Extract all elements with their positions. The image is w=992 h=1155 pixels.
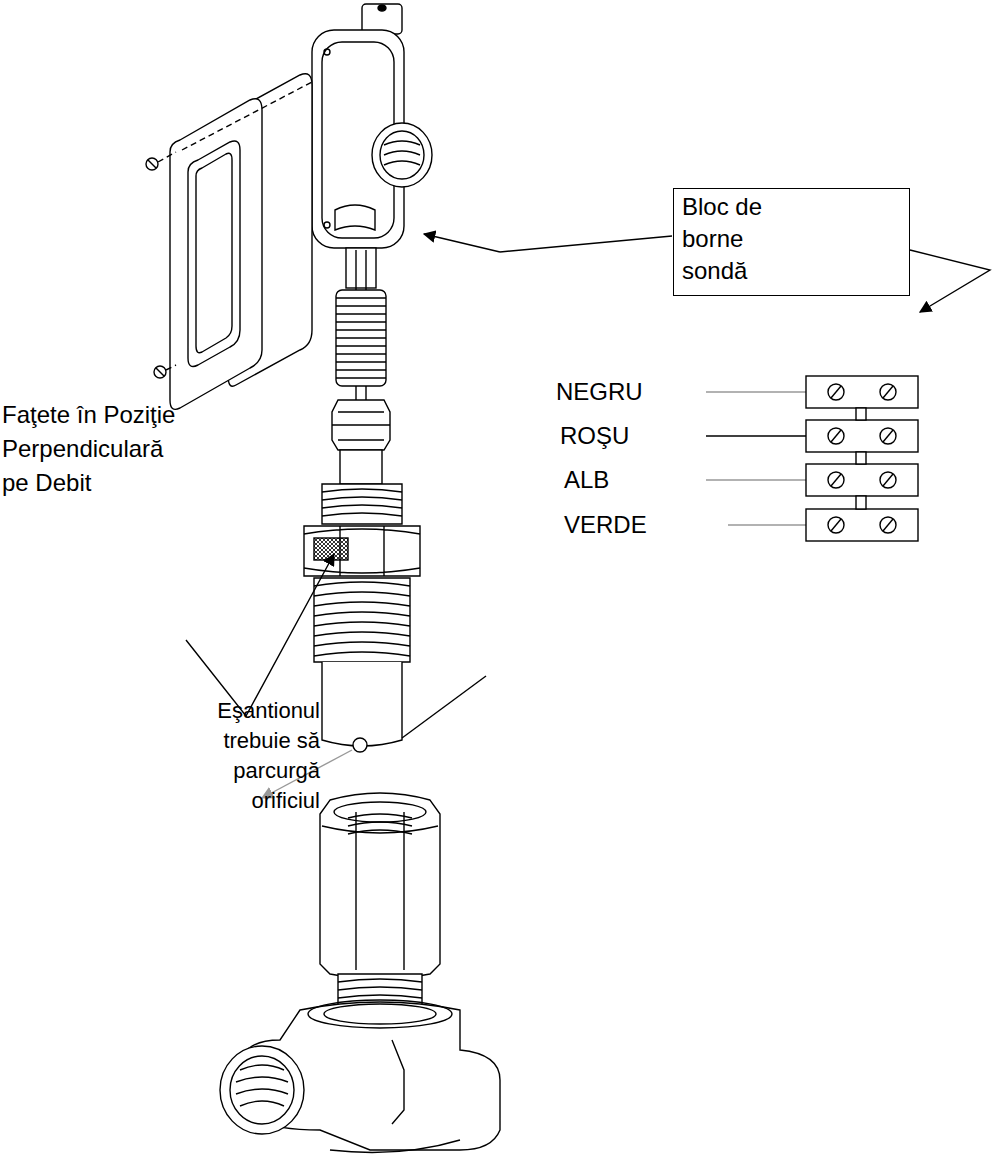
callout-box: Bloc de borne sondă (673, 188, 910, 296)
wire-color-label: ALB (564, 464, 704, 496)
box-text: Bloc de borne sondă (674, 189, 810, 289)
note-label: Eşantionul trebuie să parcurgă orificiul (196, 696, 320, 816)
wire-color-label: NEGRU (556, 376, 696, 408)
note-label: Faţete în Poziţie Perpendiculară pe Debi… (2, 398, 182, 500)
wire-color-label: ROŞU (560, 420, 700, 452)
wire-color-label: VERDE (564, 509, 704, 541)
